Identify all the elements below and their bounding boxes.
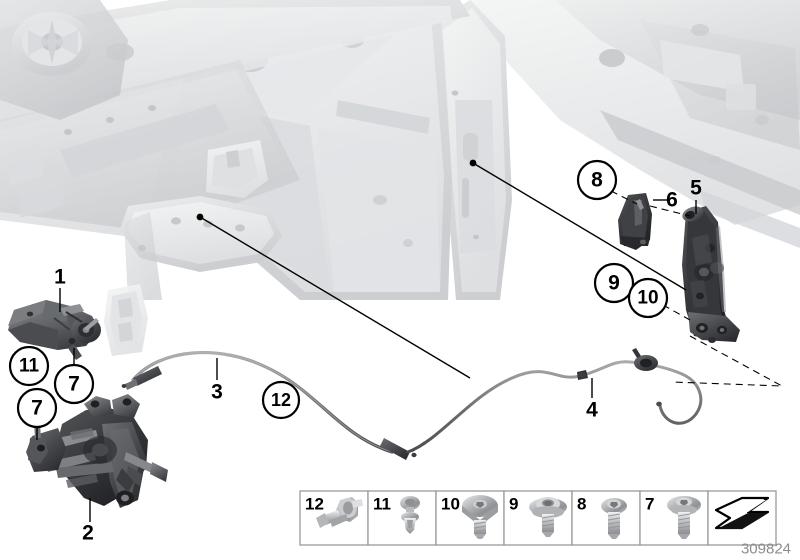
callout-3: 3 <box>211 381 223 404</box>
legend-number-7: 7 <box>645 495 654 514</box>
legend-number-12: 12 <box>305 495 324 514</box>
leader-lines-dashed <box>610 190 783 387</box>
legend-strip: 12 11 <box>299 490 791 558</box>
leader-lines-solid <box>196 159 687 379</box>
svg-text:12: 12 <box>271 390 291 410</box>
svg-text:9: 9 <box>608 272 620 295</box>
body-headlight-support <box>206 140 268 198</box>
legend-cell-7[interactable]: 7 <box>639 490 709 546</box>
legend-cell-11[interactable]: 11 <box>367 490 437 546</box>
direction-arrow-icon <box>714 496 770 530</box>
callout-11: 11 <box>8 345 50 387</box>
callout-7-upper: 7 <box>53 348 95 405</box>
svg-text:10: 10 <box>637 288 658 309</box>
part-5-hinge-bracket-large[interactable] <box>680 200 740 343</box>
callout-10: 10 <box>627 277 669 319</box>
diagram-id-number: 309824 <box>741 541 791 558</box>
callout-4: 4 <box>586 399 598 422</box>
legend-number-9: 9 <box>509 495 518 514</box>
callout-12: 12 <box>261 380 301 420</box>
legend-cell-8[interactable]: 8 <box>571 490 641 546</box>
flanged-tapping-screw-icon <box>667 496 701 539</box>
body-rear-structure <box>470 0 800 248</box>
svg-text:7: 7 <box>68 373 80 396</box>
callout-6: 6 <box>666 189 678 212</box>
cable-4-clip-node <box>577 370 588 380</box>
vehicle-body-ghost <box>0 0 800 356</box>
callout-markers: 1 2 3 4 5 6 7 7 8 9 <box>8 159 702 545</box>
body-ghost-block <box>104 284 148 356</box>
cable-3-left-end-fitting <box>121 366 162 390</box>
part-3-release-cable[interactable] <box>121 351 425 460</box>
svg-text:11: 11 <box>19 356 40 377</box>
part-1-hood-latch-plate[interactable] <box>8 288 101 360</box>
cable-4-grommet <box>632 348 658 371</box>
legend-cell-direction[interactable] <box>707 490 777 546</box>
body-pillar <box>437 0 512 300</box>
legend-number-10: 10 <box>441 495 460 514</box>
svg-text:7: 7 <box>31 397 43 420</box>
body-front-crossmember <box>120 196 282 300</box>
part-6-bracket-small[interactable] <box>618 193 668 250</box>
callout-5: 5 <box>690 177 702 200</box>
legend-cell-10[interactable]: 10 <box>435 490 505 546</box>
callout-2: 2 <box>82 522 94 545</box>
flanged-torx-screw-icon <box>462 495 498 539</box>
callout-9: 9 <box>593 262 635 304</box>
legend-cell-9[interactable]: 9 <box>503 490 573 546</box>
legend-cell-12[interactable]: 12 <box>299 490 369 546</box>
push-rivet-icon <box>400 496 420 534</box>
body-strut-tower <box>0 0 128 120</box>
legend-number-11: 11 <box>373 495 391 514</box>
callout-1: 1 <box>54 266 66 289</box>
large-flange-bolt-icon <box>529 497 567 537</box>
legend-number-8: 8 <box>577 495 586 514</box>
pan-head-screw-icon <box>601 498 627 539</box>
cable-clip-icon <box>316 497 363 528</box>
callout-8: 8 <box>576 159 618 201</box>
part-4-release-cable-right[interactable] <box>406 348 703 454</box>
callout-7-lower: 7 <box>16 387 58 440</box>
svg-text:8: 8 <box>591 169 603 192</box>
